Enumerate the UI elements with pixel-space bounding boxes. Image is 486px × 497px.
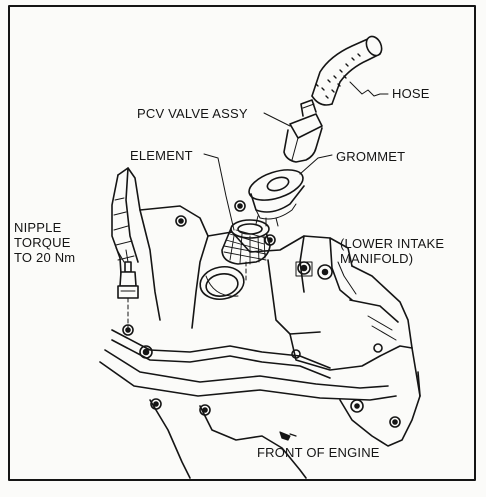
label-pcv-valve-assy: PCV VALVE ASSY — [137, 106, 248, 121]
hose-part — [311, 35, 383, 106]
front-arrow — [279, 431, 297, 441]
label-grommet: GROMMET — [336, 149, 406, 164]
pcv-valve-part — [283, 99, 323, 163]
nipple-fitting — [117, 249, 139, 331]
manifold-line-2: MANIFOLD) — [340, 251, 414, 266]
label-hose: HOSE — [392, 86, 430, 101]
grommet-part — [248, 169, 305, 227]
label-lower-intake-manifold: (LOWER INTAKE MANIFOLD) — [340, 236, 444, 266]
frame-border — [8, 5, 476, 481]
element-filter — [221, 219, 271, 265]
manifold-line-1: (LOWER INTAKE — [340, 236, 445, 251]
label-front-of-engine: FRONT OF ENGINE — [257, 445, 380, 460]
engine-block — [99, 167, 421, 479]
label-element: ELEMENT — [130, 148, 193, 163]
nipple-line-1: NIPPLE — [14, 220, 62, 235]
nipple-line-3: TO 20 Nm — [14, 250, 76, 265]
nipple-line-2: TORQUE — [14, 235, 71, 250]
label-nipple-torque: NIPPLE TORQUE TO 20 Nm — [14, 220, 75, 265]
leader-lines — [115, 81, 389, 295]
